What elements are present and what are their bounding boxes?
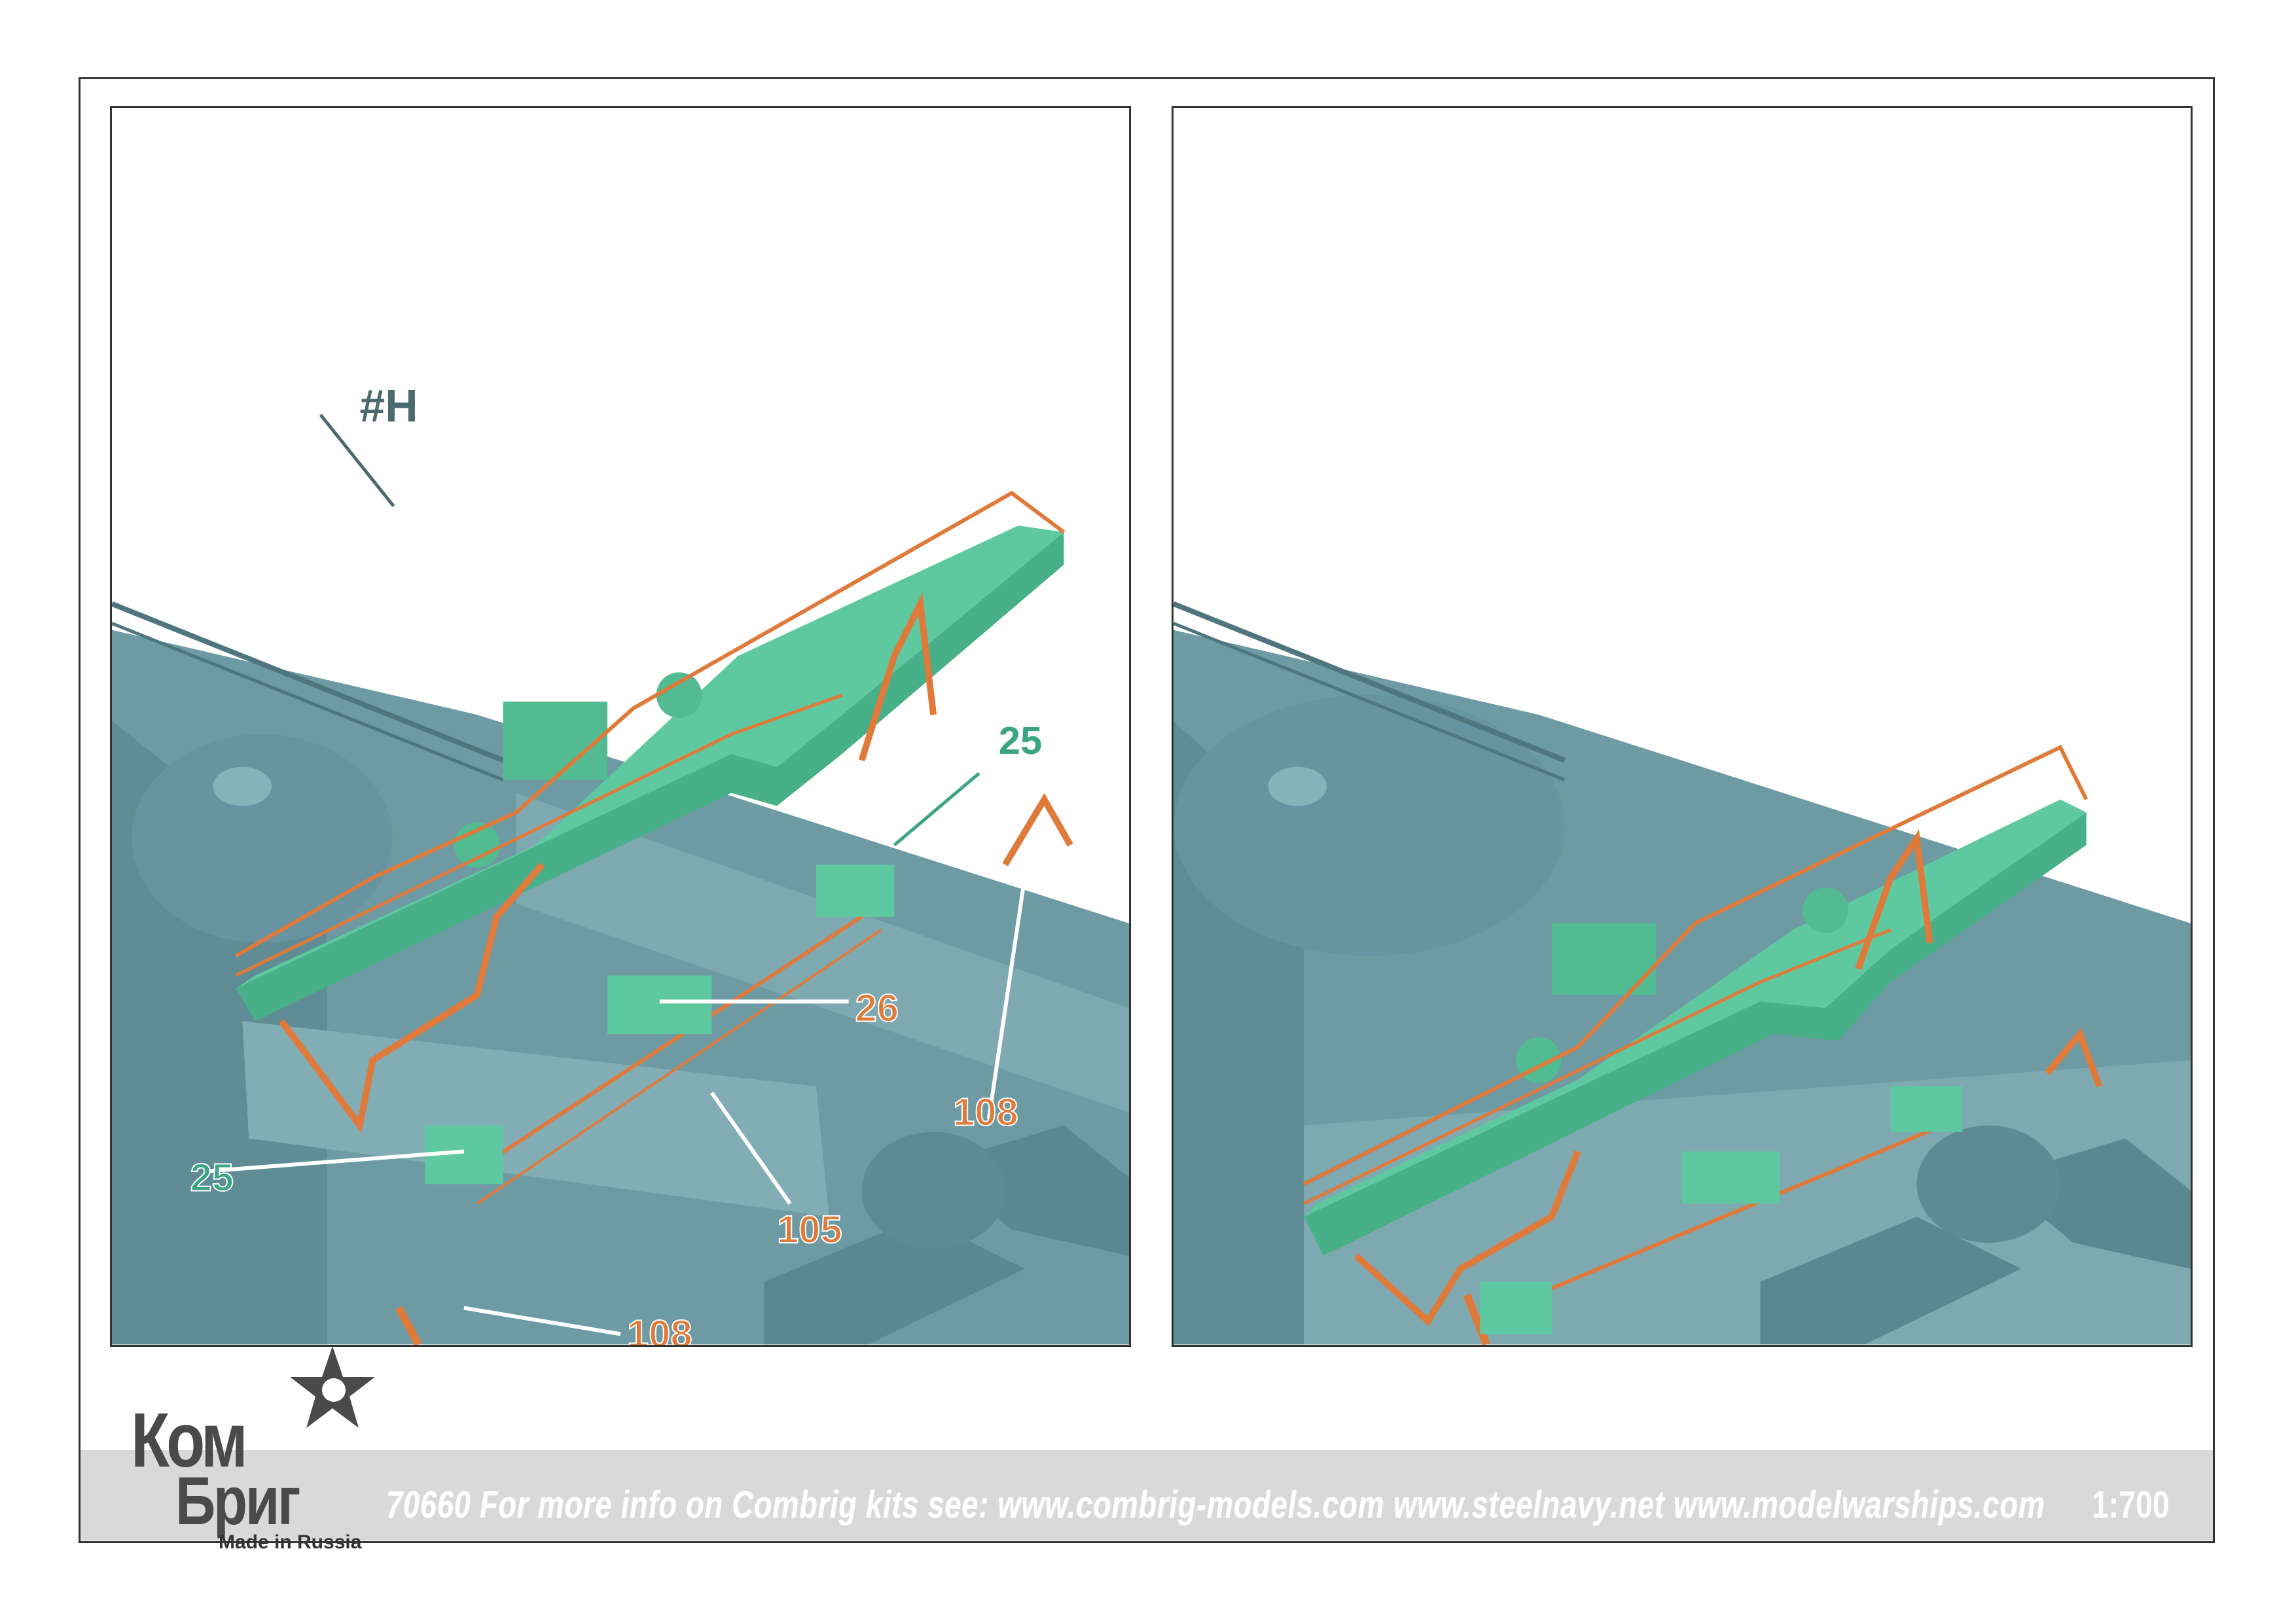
callout-25-b: 25 [190,1155,234,1199]
assembly-panel-exploded: #H 25 26 25 105 108 108 [110,106,1131,1347]
bridge-platform-edge [236,532,1064,1022]
support-struts-1 [279,862,545,1133]
cabinet-part-25-a [1890,1086,1963,1132]
leader-108-a [986,877,1027,1120]
star-icon [290,1346,375,1428]
ladder-part-108-b [1463,1293,1490,1345]
boat-1 [764,1217,1025,1345]
combrig-logo: Ком Бриг Made in Russia [115,1343,390,1553]
ladder-part-108-b [395,1306,422,1345]
callout-26: 26 [855,986,899,1029]
deckhouse [1551,923,1657,995]
callout-105: 105 [777,1207,842,1251]
assembly-panel-assembled [1172,106,2193,1347]
leader-h [319,414,395,507]
boat-1 [1760,1217,2021,1345]
callout-108-b: 108 [627,1311,692,1345]
back-railing [1174,601,1566,763]
upper-deck [516,793,1129,1113]
support-struts-2 [1855,829,1933,971]
callout-25-a: 25 [999,719,1042,762]
scale-label: 1:700 [2092,1484,2170,1526]
exploded-view-illustration: #H 25 26 25 105 108 108 [112,380,1129,1345]
searchlight-1 [1803,887,1849,933]
cabinet-part-25-a [816,865,895,917]
searchlight-1 [656,672,702,719]
ventilator [861,1132,1005,1249]
railing-part-105 [1473,1123,1944,1323]
hatch [213,766,272,806]
callout-h: #H [360,380,418,431]
bridge-platform [236,526,1064,989]
deckhouse [503,702,608,780]
logo-made-in-russia: Made in Russia [219,1531,362,1553]
leader-105 [710,1092,792,1205]
assembled-view-illustration [1174,601,2191,1345]
cabinet-part-26 [607,975,712,1035]
footer-band [81,1450,2213,1541]
leader-108-b [463,1306,621,1336]
platform-railing [234,490,1066,958]
logo-line1: Ком [131,1397,248,1484]
platform-railing [1302,744,2089,1186]
ladder-part-108-a [1002,793,1073,866]
turret-housing [131,734,393,943]
cabinet-part-26 [1682,1151,1780,1204]
back-railing [112,601,505,763]
ventilator [1916,1125,2060,1243]
logo-line2: Бриг [175,1463,300,1539]
support-struts-2 [858,592,937,762]
bridge-platform [1304,799,2087,1217]
footer-info: 70660 For more info on Combrig kits see:… [386,1484,2045,1526]
leader-25-a [893,772,980,847]
turret-housing [1174,695,1565,956]
hatch [1268,766,1327,806]
bridge-platform-edge [1304,812,2087,1256]
cabinet-part-25-b [1480,1281,1552,1334]
support-struts-1 [1354,1150,1581,1327]
ladder-part-108-a [2045,1027,2103,1088]
railing-part-105 [463,902,883,1179]
main-deck [242,1021,829,1217]
callout-108-a: 108 [953,1090,1018,1134]
leader-25-b [209,1149,465,1173]
